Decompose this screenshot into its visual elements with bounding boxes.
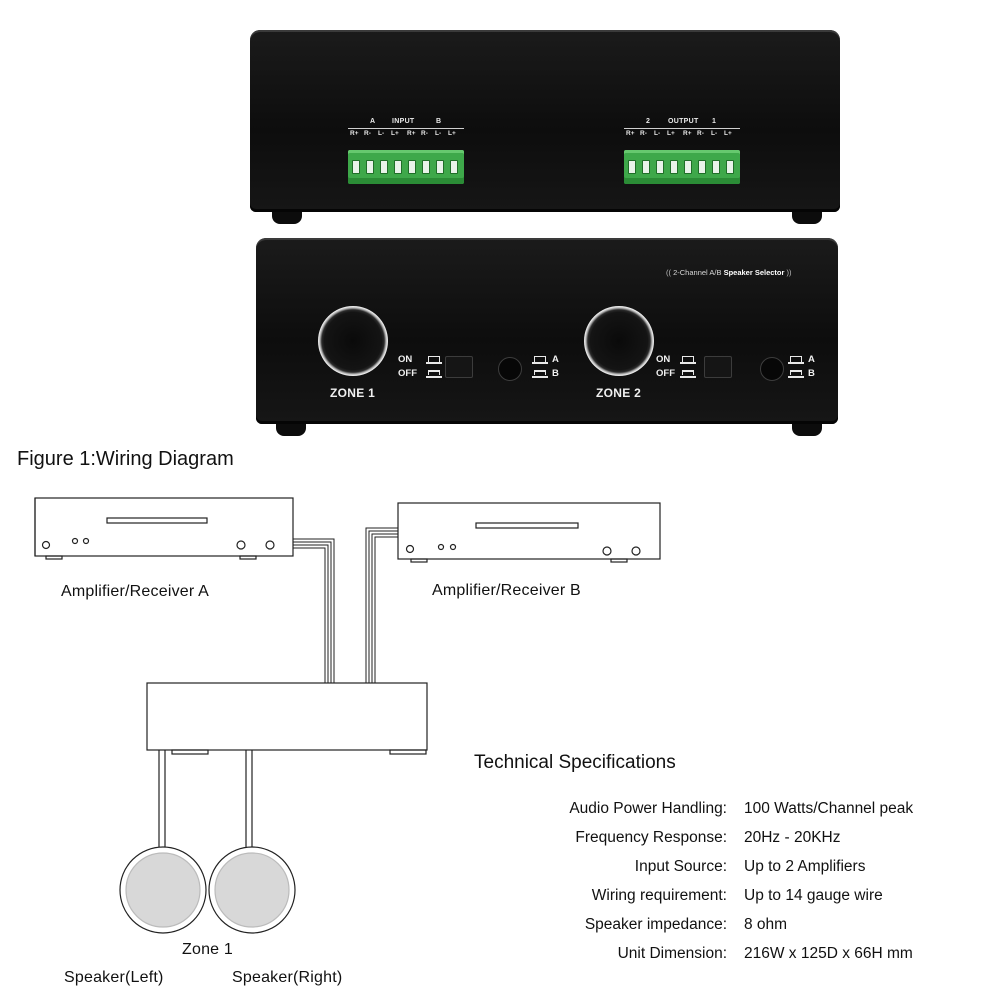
spec-key: Speaker impedance: [584, 916, 727, 933]
amplifier-a-icon [34, 497, 294, 560]
zone2-label: ZONE 2 [596, 386, 642, 400]
zone2-power-switch[interactable] [704, 356, 732, 378]
spec-row: Input Source: Up to 2 Amplifiers [430, 858, 990, 880]
front-panel-unit: (( 2-Channel A/B Speaker Selector )) ZON… [256, 238, 838, 424]
zone-caption: Zone 1 [182, 941, 234, 958]
spec-row: Audio Power Handling: 100 Watts/Channel … [430, 800, 990, 822]
output-label: OUTPUT [668, 118, 699, 125]
zone1-on-label: ON [398, 354, 413, 365]
spec-value: 8 ohm [744, 916, 788, 933]
zone2-ab-button[interactable] [760, 357, 784, 381]
spec-key: Input Source: [634, 858, 727, 875]
zone2-a-icon [790, 356, 802, 362]
spec-value: Up to 14 gauge wire [744, 887, 883, 904]
spec-row: Frequency Response: 20Hz - 20KHz [430, 829, 990, 851]
zone1-b-label: B [552, 368, 559, 379]
zone2-b-label: B [808, 368, 815, 379]
amplifier-a-caption: Amplifier/Receiver A [61, 583, 210, 600]
input-b-label: B [436, 118, 442, 125]
zone2-off-icon [682, 370, 694, 375]
spec-value: 20Hz - 20KHz [744, 829, 841, 846]
zone2-a-label: A [808, 354, 815, 365]
zone2-b-icon [790, 370, 802, 375]
spec-value: Up to 2 Amplifiers [744, 858, 866, 875]
wiring-diagram [34, 497, 661, 934]
wires-amp-a [293, 538, 335, 683]
amplifier-b-caption: Amplifier/Receiver B [432, 582, 581, 599]
input-label: INPUT [392, 118, 415, 125]
zone1-a-label: A [552, 354, 559, 365]
zone1-on-icon [428, 356, 440, 362]
spec-value: 216W x 125D x 66H mm [744, 945, 913, 962]
zone1-off-icon [428, 370, 440, 375]
zone1-b-icon [534, 370, 546, 375]
speaker-right-caption: Speaker(Right) [232, 969, 343, 986]
rear-foot-right [792, 212, 822, 224]
zone1-a-icon [534, 356, 546, 362]
output-2-label: 2 [646, 118, 651, 125]
output-1-label: 1 [712, 118, 717, 125]
input-connector[interactable] [348, 150, 464, 184]
zone2-off-label: OFF [656, 368, 675, 379]
input-a-label: A [370, 118, 376, 125]
spec-key: Wiring requirement: [591, 887, 727, 904]
speaker-right-icon [208, 846, 296, 934]
speaker-left-icon [119, 846, 207, 934]
speaker-left-caption: Speaker(Left) [64, 969, 164, 986]
amplifier-b-icon [397, 502, 661, 563]
rear-foot-left [272, 212, 302, 224]
zone1-off-label: OFF [398, 368, 417, 379]
speaker-wires [158, 750, 253, 862]
spec-key: Audio Power Handling: [569, 800, 727, 817]
figure-title: Figure 1:Wiring Diagram [17, 448, 234, 470]
zone1-label: ZONE 1 [330, 386, 376, 400]
output-connector[interactable] [624, 150, 740, 184]
front-panel-title: (( 2-Channel A/B Speaker Selector )) [666, 268, 792, 277]
spec-key: Frequency Response: [575, 829, 727, 846]
spec-row: Wiring requirement: Up to 14 gauge wire [430, 887, 990, 909]
spec-value: 100 Watts/Channel peak [744, 800, 914, 817]
front-foot-left [276, 424, 306, 436]
front-foot-right [792, 424, 822, 436]
spec-row: Speaker impedance: 8 ohm [430, 916, 990, 938]
zone2-on-icon [682, 356, 694, 362]
zone2-on-label: ON [656, 354, 671, 365]
zone1-ab-button[interactable] [498, 357, 522, 381]
zone1-volume-knob[interactable] [318, 306, 388, 376]
spec-row: Unit Dimension: 216W x 125D x 66H mm [430, 945, 990, 967]
specs-title: Technical Specifications [474, 752, 676, 773]
selector-box-icon [146, 682, 428, 755]
spec-key: Unit Dimension: [617, 945, 727, 962]
rear-panel-unit: A INPUT B R+ R- L- L+ R+ R- L- L+ 2 OUTP… [250, 30, 840, 212]
zone2-volume-knob[interactable] [584, 306, 654, 376]
wires-amp-b [365, 527, 398, 683]
zone1-power-switch[interactable] [445, 356, 473, 378]
